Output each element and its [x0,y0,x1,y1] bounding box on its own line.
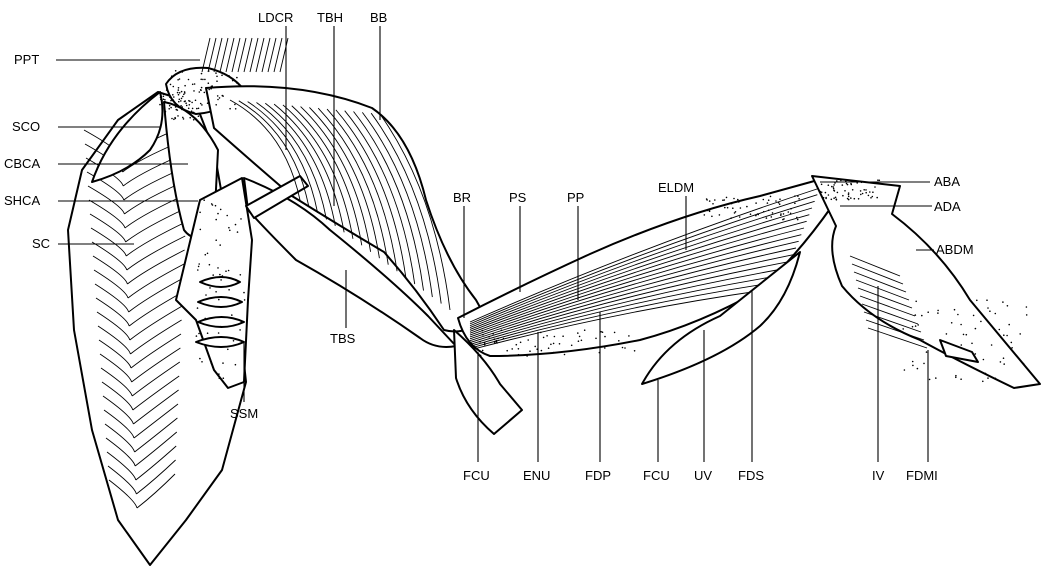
label-bb: BB [370,10,387,25]
label-pp: PP [567,190,584,205]
forearm-shape [458,180,832,356]
label-sco: SCO [12,119,40,134]
label-cbca: CBCA [4,156,40,171]
label-tbh: TBH [317,10,343,25]
feather-tuft [202,38,288,72]
label-fdmi: FDMI [906,468,938,483]
label-enu: ENU [523,468,550,483]
label-ps: PS [509,190,527,205]
label-aba: ABA [934,174,960,189]
label-iv: IV [872,468,885,483]
label-abdm: ABDM [936,242,974,257]
label-ldcr: LDCR [258,10,293,25]
label-eldm: ELDM [658,180,694,195]
label-fdp: FDP [585,468,611,483]
label-fds: FDS [738,468,764,483]
label-tbs: TBS [330,331,356,346]
label-ppt: PPT [14,52,39,67]
label-fcu-2: FCU [643,468,670,483]
label-ada: ADA [934,199,961,214]
label-shca: SHCA [4,193,40,208]
label-br: BR [453,190,471,205]
label-uv: UV [694,468,712,483]
manus-shape [812,176,1040,388]
label-ssm: SSM [230,406,258,421]
label-sc: SC [32,236,50,251]
wing-drawing [68,38,1040,565]
label-fcu-1: FCU [463,468,490,483]
